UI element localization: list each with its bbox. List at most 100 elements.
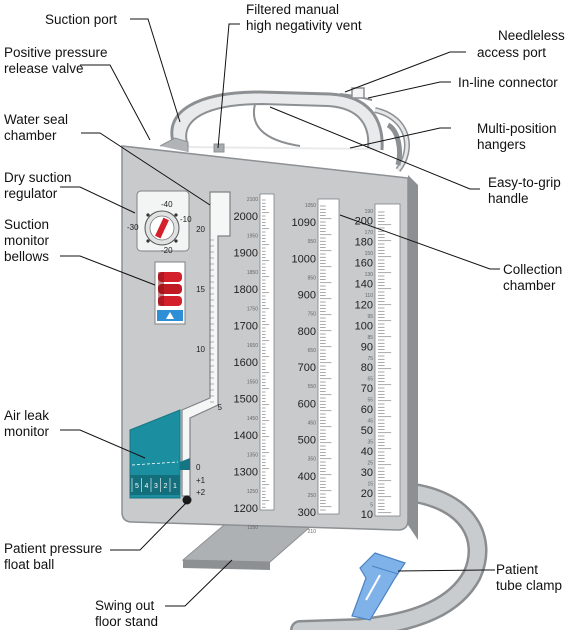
leak-scale-label: +2 bbox=[196, 488, 206, 497]
leak-cell-label: 3 bbox=[154, 483, 158, 490]
water-seal-label: 5 bbox=[218, 403, 223, 412]
label-stand-line2: floor stand bbox=[95, 614, 158, 629]
dial-value-30: -30 bbox=[127, 223, 139, 232]
scale-major-label: 900 bbox=[298, 290, 316, 302]
label-airleak-line2: monitor bbox=[4, 424, 50, 439]
scale-minor-label: 1350 bbox=[247, 452, 258, 458]
scale-major-label: 30 bbox=[361, 467, 373, 479]
scale-major-label: 200 bbox=[355, 215, 373, 227]
label-multi-line2: hangers bbox=[477, 137, 526, 152]
handle bbox=[170, 90, 384, 151]
label-multi-line1: Multi-position bbox=[477, 121, 557, 136]
leak-cell-label: 2 bbox=[164, 483, 168, 490]
scale-minor-label: 650 bbox=[308, 348, 317, 354]
scale-minor-label: 350 bbox=[308, 457, 317, 463]
scale-major-label: 1090 bbox=[292, 217, 316, 229]
scale-major-label: 120 bbox=[355, 299, 373, 311]
label-dry-suction-line2: regulator bbox=[4, 186, 58, 201]
label-needleless-line2: access port bbox=[477, 45, 546, 60]
scale-major-label: 1600 bbox=[234, 357, 258, 369]
scale-minor-label: 1650 bbox=[247, 343, 258, 349]
scale-minor-label: 110 bbox=[365, 293, 373, 299]
scale-major-label: 600 bbox=[298, 398, 316, 410]
leader-lines bbox=[60, 18, 500, 607]
scale-major-label: 1200 bbox=[234, 503, 258, 515]
label-suction-port: Suction port bbox=[45, 12, 117, 27]
water-seal-label: 15 bbox=[196, 285, 205, 294]
scale-minor-label: 170 bbox=[365, 230, 374, 236]
scale-major-label: 1400 bbox=[234, 430, 258, 442]
label-grip-line2: handle bbox=[488, 191, 529, 206]
label-clamp-line2: tube clamp bbox=[496, 578, 562, 593]
patient-tube bbox=[290, 482, 488, 630]
scale-major-label: 70 bbox=[361, 383, 373, 395]
scale-major-label: 140 bbox=[355, 278, 373, 290]
scale-minor-label: 1150 bbox=[247, 525, 258, 531]
label-water-seal-line2: chamber bbox=[4, 128, 57, 143]
scale-minor-label: 1950 bbox=[247, 233, 258, 239]
label-water-seal-line1: Water seal bbox=[4, 112, 68, 127]
scale-major-label: 500 bbox=[298, 435, 316, 447]
scale-major-label: 1800 bbox=[234, 284, 258, 296]
scale-minor-label: 25 bbox=[367, 461, 373, 467]
leak-cell-label: 5 bbox=[135, 483, 139, 490]
label-bellows-line3: bellows bbox=[4, 249, 49, 264]
label-positive-line2: release valve bbox=[4, 61, 84, 76]
scale-minor-label: 65 bbox=[367, 377, 373, 383]
label-grip-line1: Easy-to-grip bbox=[488, 175, 561, 190]
scale-major-label: 40 bbox=[361, 446, 373, 458]
scale-minor-label: 450 bbox=[308, 420, 317, 426]
dial-value-10: -10 bbox=[180, 215, 192, 224]
label-stand-line1: Swing out bbox=[95, 598, 155, 613]
scale-minor-label: 55 bbox=[367, 398, 373, 404]
scale-minor-label: 150 bbox=[365, 251, 374, 257]
dial-value-40: -40 bbox=[161, 200, 173, 209]
leak-scale-label: 0 bbox=[196, 463, 201, 472]
air-leak-scale: 0+1+2 bbox=[196, 463, 206, 497]
scale-minor-label: 850 bbox=[308, 275, 317, 281]
scale-minor-label: 750 bbox=[308, 312, 317, 318]
label-needleless-line1: Needleless bbox=[498, 28, 565, 43]
label-float-line2: float ball bbox=[4, 557, 54, 572]
scale-major-label: 800 bbox=[298, 326, 316, 338]
scale-major-label: 400 bbox=[298, 471, 316, 483]
scale-minor-label: 210 bbox=[308, 529, 317, 535]
collection-chamber: 2000190018001700160015001400130012002100… bbox=[234, 193, 401, 535]
arrow-up-icon bbox=[166, 312, 174, 319]
label-airleak-line1: Air leak bbox=[4, 408, 49, 423]
scale-minor-label: 85 bbox=[367, 335, 373, 341]
label-collection-line2: chamber bbox=[503, 278, 556, 293]
scale-minor-label: 550 bbox=[308, 384, 317, 390]
scale-major-label: 20 bbox=[361, 488, 373, 500]
scale-major-label: 1300 bbox=[234, 467, 258, 479]
scale-minor-label: 15 bbox=[367, 482, 373, 488]
label-filtered-vent-line2: high negativity vent bbox=[246, 18, 362, 33]
scale-major-label: 160 bbox=[355, 257, 373, 269]
scale-major-label: 10 bbox=[361, 509, 373, 521]
scale-minor-label: 5 bbox=[370, 503, 373, 509]
dial-value-20: -20 bbox=[161, 246, 173, 255]
scale-minor-label: 1450 bbox=[247, 416, 258, 422]
scale-major-label: 50 bbox=[361, 425, 373, 437]
scale-minor-label: 130 bbox=[365, 272, 374, 278]
scale-minor-label: 35 bbox=[367, 440, 373, 446]
scale-minor-label: 1050 bbox=[305, 203, 316, 209]
water-seal-label: 10 bbox=[196, 345, 205, 354]
label-filtered-vent-line1: Filtered manual bbox=[246, 2, 339, 17]
scale-major-label: 60 bbox=[361, 404, 373, 416]
scale-minor-label: 1750 bbox=[247, 306, 258, 312]
scale-minor-label: 950 bbox=[308, 239, 317, 245]
bellows-icon bbox=[158, 272, 182, 306]
collection-scale-3: 2001801601401201009080706050403020101901… bbox=[355, 209, 392, 521]
scale-minor-label: 45 bbox=[367, 419, 373, 425]
patient-tube-clamp bbox=[351, 552, 406, 621]
label-float-line1: Patient pressure bbox=[4, 541, 102, 556]
scale-major-label: 80 bbox=[361, 362, 373, 374]
scale-major-label: 300 bbox=[298, 507, 316, 519]
callout-labels: Suction port Filtered manual high negati… bbox=[4, 2, 565, 629]
collection-scale-1: 2000190018001700160015001400130012002100… bbox=[234, 197, 270, 531]
leak-cell-label: 1 bbox=[173, 483, 177, 490]
